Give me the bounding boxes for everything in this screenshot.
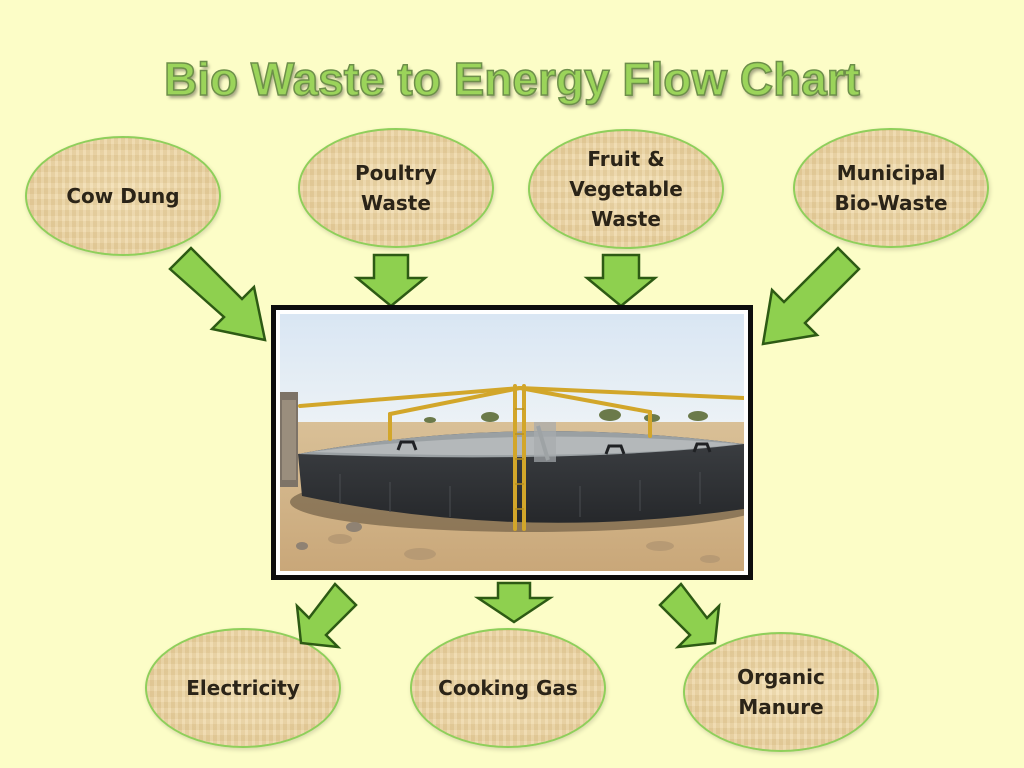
node-label: Cow Dung: [66, 184, 180, 208]
image-mat: [276, 310, 748, 575]
biogas-plant-image-frame: [271, 305, 753, 580]
node-label: Municipal Bio-Waste: [834, 161, 948, 215]
input-fruit-vegetable-waste: Fruit & Vegetable Waste: [528, 129, 724, 249]
arrow-cow-dung: [168, 246, 267, 342]
output-electricity: Electricity: [145, 628, 341, 748]
node-label: Fruit & Vegetable Waste: [569, 147, 683, 231]
node-label: Electricity: [186, 676, 300, 700]
node-label: Cooking Gas: [438, 676, 578, 700]
arrow-to-organic-manure: [658, 582, 721, 649]
arrow-to-cooking-gas: [473, 581, 555, 624]
biogas-digester-photo: [280, 314, 744, 571]
output-cooking-gas: Cooking Gas: [410, 628, 606, 748]
page-title: Bio Waste to Energy Flow Chart: [163, 52, 861, 106]
input-cow-dung: Cow Dung: [25, 136, 221, 256]
input-municipal-bio-waste: Municipal Bio-Waste: [793, 128, 989, 248]
input-poultry-waste: Poultry Waste: [298, 128, 494, 248]
node-label: Poultry Waste: [355, 161, 437, 215]
output-organic-manure: Organic Manure: [683, 632, 879, 752]
arrow-fruit-vegetable-waste: [583, 253, 659, 308]
node-label: Organic Manure: [737, 665, 825, 719]
arrow-poultry-waste: [353, 253, 429, 308]
arrow-municipal-bio-waste: [761, 246, 861, 346]
arrow-to-electricity: [295, 582, 358, 649]
